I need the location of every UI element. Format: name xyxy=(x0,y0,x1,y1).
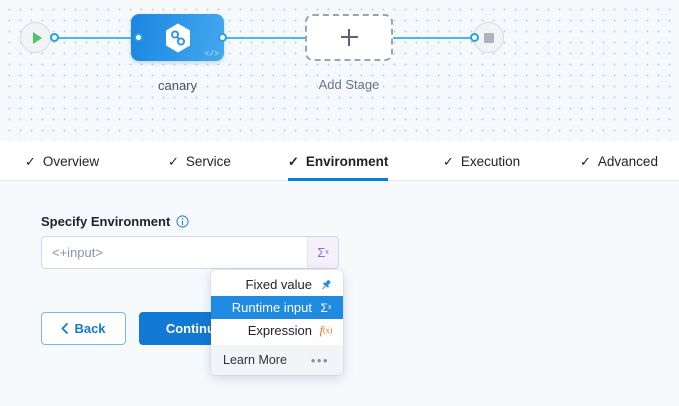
tab-label: Overview xyxy=(42,153,100,169)
menu-item-label: Runtime input xyxy=(231,300,312,315)
sigma-superscript: x xyxy=(325,249,329,256)
tab-advanced[interactable]: ✓ Advanced xyxy=(580,141,658,181)
connector-wire-add-to-end xyxy=(392,37,474,39)
harness-hexagon-icon xyxy=(165,23,190,52)
tab-service[interactable]: ✓ Service xyxy=(168,141,231,181)
connector-wire-start-to-stage xyxy=(55,37,139,39)
fx-icon: f(x) xyxy=(319,323,333,337)
add-stage-node[interactable] xyxy=(305,14,393,61)
sigma-icon: Σ xyxy=(317,245,326,260)
connector-wire-stage-to-add xyxy=(222,37,310,39)
sigma-glyph: Σ xyxy=(320,300,328,315)
menu-item-label: Fixed value xyxy=(245,277,312,292)
back-button[interactable]: Back xyxy=(41,312,126,345)
stage-node-label: canary xyxy=(157,78,198,93)
menu-item-fixed-value[interactable]: Fixed value xyxy=(211,273,343,296)
tab-label: Advanced xyxy=(597,153,658,169)
tab-label: Environment xyxy=(305,153,389,169)
specify-environment-input[interactable] xyxy=(42,237,307,268)
tab-overview[interactable]: ✓ Overview xyxy=(25,141,99,181)
tab-label: Service xyxy=(185,153,231,169)
field-label-text: Specify Environment xyxy=(41,214,171,229)
back-button-label: Back xyxy=(74,321,106,336)
chevron-left-icon xyxy=(62,323,69,334)
check-icon: ✓ xyxy=(443,153,454,169)
add-stage-label: Add Stage xyxy=(318,77,380,92)
connector-dot-stage-out xyxy=(218,33,227,42)
plus-icon xyxy=(340,29,358,46)
connector-dot-start-out xyxy=(50,33,59,42)
connector-dot-end-in xyxy=(470,33,479,42)
check-icon: ✓ xyxy=(25,153,36,169)
tab-execution[interactable]: ✓ Execution xyxy=(443,141,520,181)
stage-node-canary[interactable]: </> xyxy=(131,14,224,61)
check-icon: ✓ xyxy=(580,153,591,169)
play-icon xyxy=(32,31,42,44)
learn-more-row[interactable]: Learn More ••• xyxy=(211,345,343,375)
menu-item-expression[interactable]: Expression f(x) xyxy=(211,319,343,342)
info-icon[interactable] xyxy=(176,215,189,228)
menu-item-label: Expression xyxy=(247,323,312,338)
ellipsis-icon: ••• xyxy=(310,352,329,368)
pin-icon xyxy=(319,279,333,291)
check-icon: ✓ xyxy=(288,153,299,169)
tab-environment[interactable]: ✓ Environment xyxy=(288,141,389,181)
code-badge-icon: </> xyxy=(204,50,219,59)
learn-more-label: Learn More xyxy=(223,353,287,367)
sigma-superscript: x xyxy=(327,304,332,311)
specify-environment-input-group[interactable]: Σx xyxy=(41,236,339,269)
connector-dot-stage-in xyxy=(134,33,143,42)
start-node[interactable] xyxy=(20,22,51,53)
stop-square-icon xyxy=(483,32,494,43)
continue-button-label: Continue xyxy=(165,321,223,336)
stage-tab-bar: ✓ Overview ✓ Service ✓ Environment ✓ Exe… xyxy=(0,141,679,181)
check-icon: ✓ xyxy=(168,153,179,169)
pipeline-canvas[interactable]: </> canary Add Stage xyxy=(0,0,679,141)
tab-label: Execution xyxy=(460,153,521,169)
specify-environment-label: Specify Environment xyxy=(41,214,189,229)
